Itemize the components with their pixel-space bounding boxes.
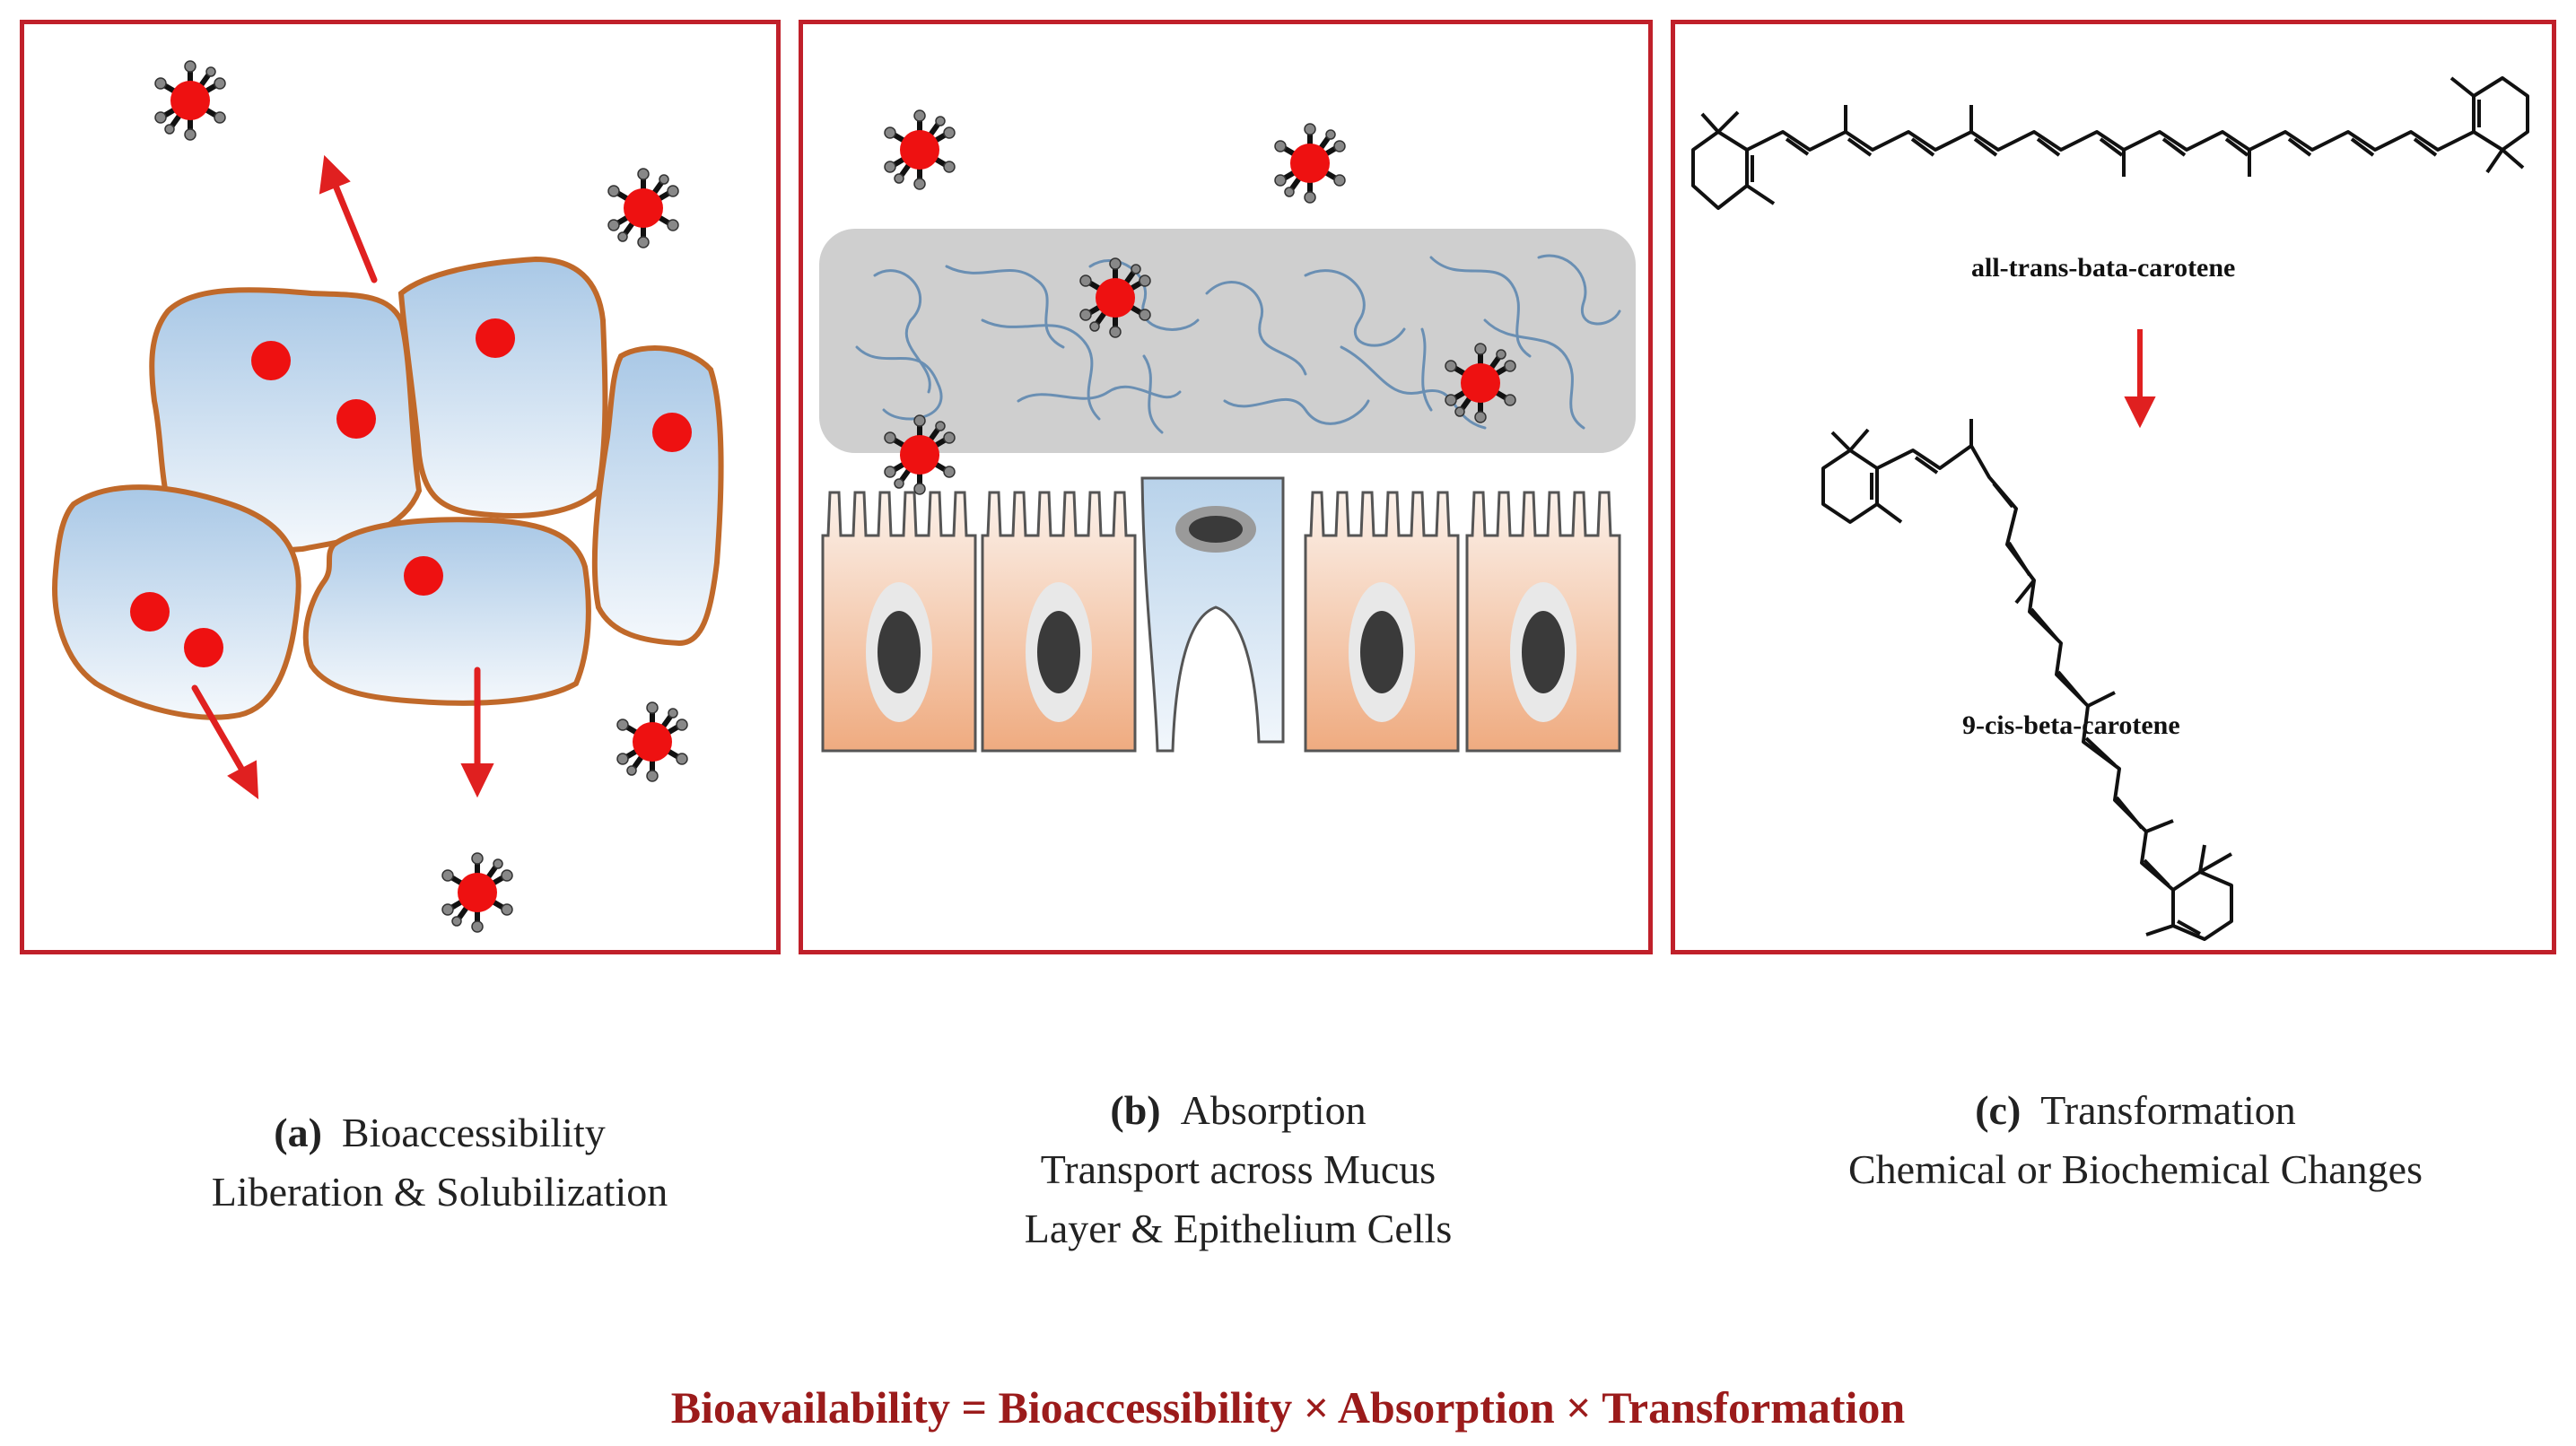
caption-tag: (c) (1975, 1087, 2022, 1133)
plant-cell (591, 345, 724, 647)
plant-cell (52, 484, 301, 720)
absorption-illustration (819, 24, 1636, 753)
caption-b: (b) Absorption Transport across Mucus Lay… (808, 1081, 1669, 1259)
caption-line: Layer & Epithelium Cells (1024, 1206, 1453, 1251)
caption-c: (c) Transformation Chemical or Biochemica… (1687, 1081, 2576, 1199)
bioavailability-formula: Bioavailability = Bioaccessibility × Abs… (670, 1382, 1906, 1433)
molecule-label-all-trans: all-trans-bata-carotene (1971, 253, 2236, 283)
bioaccessibility-illustration (52, 24, 724, 950)
caption-tag: (a) (274, 1110, 322, 1155)
micelle-icon (1275, 124, 1345, 203)
caption-subtitle: Chemical or Biochemical Changes (1848, 1146, 2423, 1192)
plant-cell (302, 517, 591, 706)
molecule-label-9-cis: 9-cis-beta-carotene (1962, 710, 2180, 740)
caption-a: (a) Bioaccessibility Liberation & Solubil… (54, 1103, 825, 1222)
micelle-icon (155, 61, 225, 140)
plant-cell (397, 256, 608, 518)
enterocyte-cell (821, 491, 977, 753)
panel-absorption (799, 20, 1653, 954)
caption-title: Transformation (2040, 1087, 2296, 1133)
caption-title: Bioaccessibility (341, 1110, 606, 1155)
micelle-icon (617, 702, 687, 781)
caption-tag: (b) (1110, 1087, 1161, 1133)
enterocyte-cell (1465, 491, 1621, 753)
micelle-icon (885, 110, 955, 189)
micelle-icon (442, 853, 512, 932)
carotene-structures (1691, 76, 2529, 941)
caption-subtitle: Liberation & Solubilization (211, 1169, 668, 1215)
molecule-all-trans (1691, 130, 1749, 210)
goblet-cell (1140, 476, 1285, 753)
mucus-layer (819, 229, 1636, 453)
caption-line: Transport across Mucus (1040, 1146, 1436, 1192)
panel-bioaccessibility (20, 20, 781, 954)
molecule-9-cis (1821, 449, 1879, 524)
micelle-icon (608, 169, 678, 248)
enterocyte-cell (981, 491, 1137, 753)
caption-title: Absorption (1180, 1087, 1367, 1133)
enterocyte-cell (1304, 491, 1460, 753)
panel-transformation: all-trans-bata-carotene 9-cis-beta-carot… (1671, 20, 2556, 954)
